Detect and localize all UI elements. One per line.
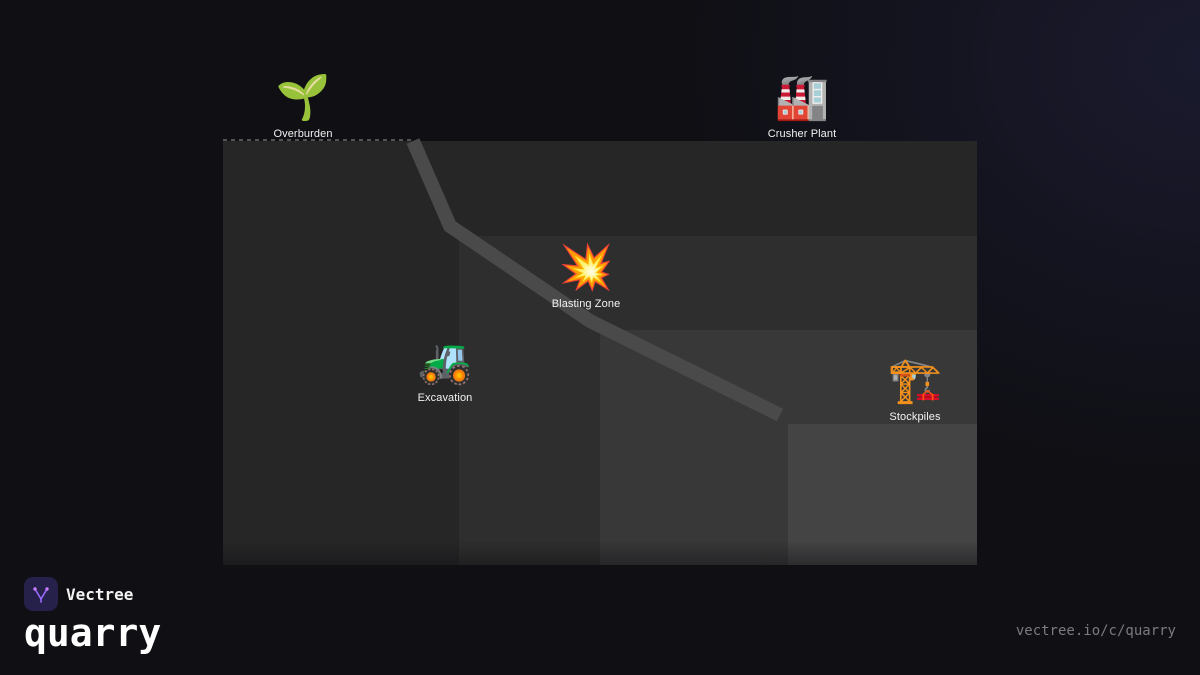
factory-icon: 🏭 [774,72,830,123]
tractor-icon: 🚜 [417,336,473,387]
haul-road [406,138,784,422]
seedling-icon: 🌱 [275,72,331,123]
label-text-blasting-zone: Blasting Zone [551,298,621,310]
label-stockpiles: 🏗️ Stockpiles [887,355,943,424]
label-text-overburden: Overburden [273,128,333,140]
brand[interactable]: Vectree [24,577,133,611]
pit-floor-fade [223,541,977,565]
label-overburden: 🌱 Overburden [273,72,333,141]
project-name: quarry [24,611,162,655]
brand-name: Vectree [66,584,134,604]
label-excavation: 🚜 Excavation [417,336,473,405]
label-blasting-zone: 💥 Blasting Zone [551,242,621,311]
crane-icon: 🏗️ [887,355,943,406]
quarry-pit [223,138,977,565]
label-crusher-plant: 🏭 Crusher Plant [767,72,837,141]
vectree-logo-icon [24,577,58,611]
label-text-stockpiles: Stockpiles [889,411,941,423]
collision-icon: 💥 [558,242,614,293]
label-text-excavation: Excavation [417,392,473,404]
project-url[interactable]: vectree.io/c/quarry [1015,623,1176,639]
label-text-crusher-plant: Crusher Plant [767,128,837,140]
